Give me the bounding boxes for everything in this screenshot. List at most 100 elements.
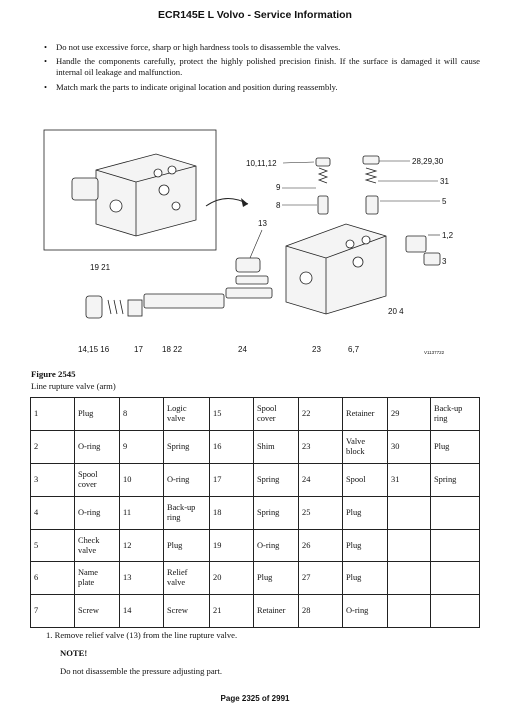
part-name-cell: Plug: [342, 528, 388, 563]
exploded-view-figure: 10,11,12 9 8 28,29,30 31 5 1,2 3 13 19 2…: [36, 128, 476, 360]
part-number-cell: 16: [209, 429, 254, 464]
part-number-cell: 27: [298, 561, 343, 596]
part-number-cell: 3: [30, 462, 75, 497]
inset-frame: [43, 129, 217, 251]
step-1: 1. Remove relief valve (13) from the lin…: [46, 630, 238, 640]
part-number-cell: 10: [119, 462, 164, 497]
part-name-cell: [430, 594, 480, 629]
part-name-cell: Plug: [74, 397, 120, 431]
part-name-cell: Retainer: [253, 594, 299, 629]
part-name-cell: O-ring: [74, 495, 120, 530]
part-number-cell: 4: [30, 495, 75, 530]
callout-6-7: 6,7: [348, 345, 360, 354]
part-name-cell: [430, 528, 480, 563]
assembled-valve-drawing: [71, 153, 197, 237]
part-number-cell: 23: [298, 429, 343, 464]
part-number-cell: [387, 561, 431, 596]
part-name-cell: Plug: [253, 561, 299, 596]
part-number-cell: 8: [119, 397, 164, 431]
part-name-cell: Back-up ring: [163, 495, 210, 530]
part-number-cell: 30: [387, 429, 431, 464]
page-footer: Page 2325 of 2991: [220, 694, 290, 703]
callout-5: 5: [442, 197, 447, 206]
part-name-cell: Screw: [163, 594, 210, 629]
part-name-cell: Check valve: [74, 528, 120, 563]
part-name-cell: Name plate: [74, 561, 120, 596]
callout-24: 24: [238, 345, 247, 354]
part-number-cell: 12: [119, 528, 164, 563]
image-code: V1137722: [424, 350, 445, 355]
part-name-cell: Spring: [163, 429, 210, 464]
part-name-cell: Relief valve: [163, 561, 210, 596]
figure-title: Figure 2545: [31, 369, 76, 379]
figure-caption: Line rupture valve (arm): [31, 381, 116, 391]
callout-20-4: 20 4: [388, 307, 404, 316]
callout-10-11-12: 10,11,12: [246, 159, 277, 168]
part-name-cell: Spool: [342, 462, 388, 497]
callout-9: 9: [276, 183, 281, 192]
part-number-cell: 31: [387, 462, 431, 497]
part-name-cell: Screw: [74, 594, 120, 629]
precaution-item: •Do not use excessive force, sharp or hi…: [40, 42, 480, 53]
page-header: ECR145E L Volvo - Service Information: [158, 9, 352, 21]
callout-31: 31: [440, 177, 449, 186]
callout-14-15-16: 14,15 16: [78, 345, 110, 354]
part-number-cell: 15: [209, 397, 254, 431]
callout-13: 13: [258, 219, 267, 228]
callout-19-21: 19 21: [90, 263, 111, 272]
note-text: Do not disassemble the pressure adjustin…: [60, 666, 223, 676]
part-number-cell: 25: [298, 495, 343, 530]
part-name-cell: Plug: [163, 528, 210, 563]
part-number-cell: 1: [30, 397, 75, 431]
part-number-cell: 18: [209, 495, 254, 530]
callout-28-29-30: 28,29,30: [412, 157, 444, 166]
part-name-cell: O-ring: [74, 429, 120, 464]
part-name-cell: Spring: [253, 462, 299, 497]
part-name-cell: Plug: [430, 429, 480, 464]
part-name-cell: Plug: [342, 561, 388, 596]
callout-3: 3: [442, 257, 447, 266]
bullet-icon: •: [44, 56, 48, 67]
callout-17: 17: [134, 345, 143, 354]
part-name-cell: [430, 495, 480, 530]
part-number-cell: [387, 528, 431, 563]
part-name-cell: Spring: [253, 495, 299, 530]
part-number-cell: [387, 594, 431, 629]
part-name-cell: Plug: [342, 495, 388, 530]
part-number-cell: 6: [30, 561, 75, 596]
part-name-cell: [430, 561, 480, 596]
precaution-text: Handle the components carefully, protect…: [56, 56, 480, 78]
part-number-cell: 29: [387, 397, 431, 431]
part-number-cell: 28: [298, 594, 343, 629]
part-number-cell: 22: [298, 397, 343, 431]
part-number-cell: 5: [30, 528, 75, 563]
bullet-icon: •: [44, 42, 48, 52]
part-name-cell: Valve block: [342, 429, 388, 464]
callout-18-22: 18 22: [162, 345, 183, 354]
part-number-cell: 21: [209, 594, 254, 629]
part-name-cell: O-ring: [342, 594, 388, 629]
part-number-cell: 24: [298, 462, 343, 497]
part-name-cell: Spool cover: [253, 397, 299, 431]
part-name-cell: O-ring: [253, 528, 299, 563]
precaution-item: •Match mark the parts to indicate origin…: [40, 82, 480, 93]
part-number-cell: 20: [209, 561, 254, 596]
part-name-cell: O-ring: [163, 462, 210, 497]
part-number-cell: [387, 495, 431, 530]
precaution-list: •Do not use excessive force, sharp or hi…: [40, 42, 480, 96]
part-number-cell: 7: [30, 594, 75, 629]
part-name-cell: Retainer: [342, 397, 388, 431]
part-number-cell: 17: [209, 462, 254, 497]
part-name-cell: Logic valve: [163, 397, 210, 431]
callout-23: 23: [312, 345, 321, 354]
part-number-cell: 26: [298, 528, 343, 563]
part-number-cell: 14: [119, 594, 164, 629]
part-number-cell: 11: [119, 495, 164, 530]
part-name-cell: Back-up ring: [430, 397, 480, 431]
